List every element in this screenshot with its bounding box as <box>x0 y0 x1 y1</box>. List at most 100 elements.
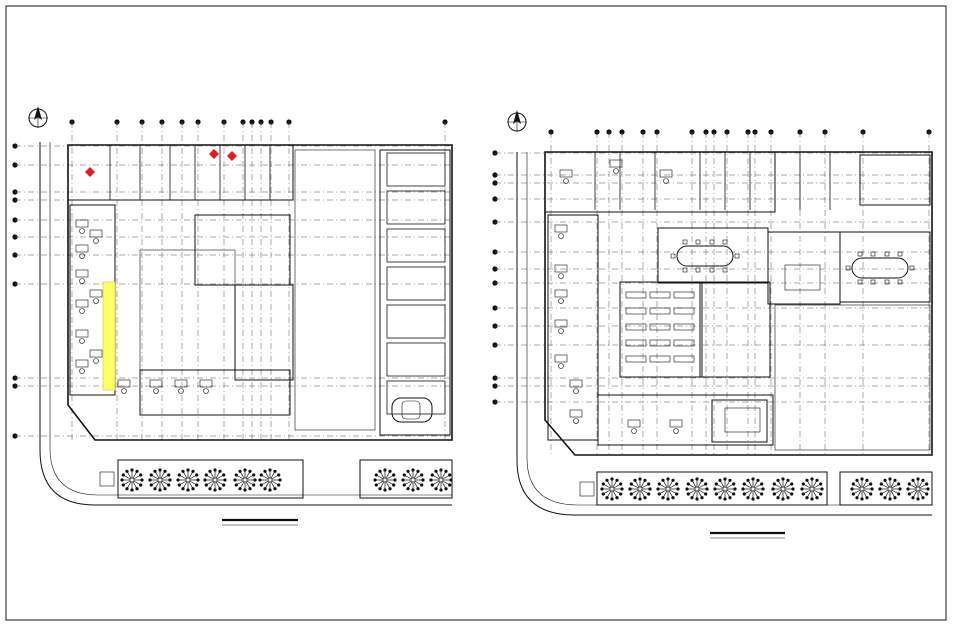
tree-icon <box>878 477 902 501</box>
parking-zone <box>379 149 451 436</box>
plan-title-left <box>222 518 298 526</box>
tree-icon <box>741 477 765 501</box>
seating-row <box>673 339 695 347</box>
floor-plan-left <box>12 106 453 526</box>
desk-icon <box>559 169 573 184</box>
seating-row <box>673 291 695 299</box>
rooms-north <box>109 145 271 200</box>
tree-icon <box>120 468 144 492</box>
conference-table-2 <box>845 251 915 285</box>
building-outline-left <box>67 144 453 441</box>
south-offices <box>597 394 774 446</box>
desk-icon <box>627 419 641 434</box>
grid-bubble-icon <box>12 189 18 195</box>
highlight-corridor <box>102 281 116 391</box>
desk-icon <box>75 329 89 344</box>
tree-icon <box>429 468 453 492</box>
office-block-center-right <box>699 281 771 378</box>
chair-icon <box>884 279 890 285</box>
chair-icon <box>709 267 715 273</box>
seating-row <box>673 307 695 315</box>
lounge-room <box>767 231 841 305</box>
chair-icon <box>845 265 851 271</box>
tree-icon <box>203 468 227 492</box>
desk-icon <box>669 419 683 434</box>
tree-icon <box>258 468 282 492</box>
desk-icon <box>554 354 568 369</box>
desks-west <box>75 219 213 394</box>
seating-row <box>625 307 647 315</box>
parking-bay <box>386 152 446 187</box>
seating-row <box>625 291 647 299</box>
tree-icon <box>656 477 680 501</box>
tree-icon <box>600 477 624 501</box>
chair-icon <box>734 253 740 259</box>
grid-bubble-icon <box>12 375 18 381</box>
grid-lines-left <box>15 122 452 440</box>
grid-bubble-icon <box>12 162 18 168</box>
tree-icon <box>176 468 200 492</box>
room-strip-north-right <box>544 151 776 213</box>
tree-icon <box>685 477 709 501</box>
conference-table-1 <box>670 239 740 273</box>
parking-bays <box>386 152 446 415</box>
office-block-west-right <box>547 214 599 441</box>
seating-rows <box>625 291 695 363</box>
desk-icon <box>174 379 188 394</box>
desk-icon <box>569 379 583 394</box>
planter-strip-right-a <box>596 471 828 506</box>
grid-bubble-icon <box>12 281 18 287</box>
seating-row <box>625 339 647 347</box>
desk-icon <box>554 319 568 334</box>
tree-icon <box>628 477 652 501</box>
street-curb-right <box>516 152 932 516</box>
desk-icon <box>659 169 673 184</box>
seating-row <box>649 307 671 315</box>
street-curb-left <box>39 142 452 506</box>
desk-icon <box>75 299 89 314</box>
chair-icon <box>682 267 688 273</box>
parking-bay <box>386 190 446 225</box>
desk-icon <box>75 269 89 284</box>
plan-title-right <box>710 531 785 539</box>
building-outline-right <box>544 151 933 456</box>
seating-row <box>649 323 671 331</box>
desks-west-right <box>554 159 683 434</box>
tree-icon <box>401 468 425 492</box>
seating-row <box>649 339 671 347</box>
seating-row <box>625 355 647 363</box>
grid-bubbles-top-right <box>548 129 932 135</box>
seating-row <box>649 291 671 299</box>
open-hall-right <box>774 304 931 451</box>
marker-red-3 <box>227 151 237 161</box>
grid-bubble-icon <box>12 197 18 203</box>
grid-bubble-icon <box>12 217 18 223</box>
marker-red-2 <box>209 149 219 159</box>
trees-left <box>120 468 453 492</box>
seating-row <box>625 323 647 331</box>
marker-red-1 <box>85 167 95 177</box>
desk-icon <box>609 159 623 174</box>
chair-icon <box>870 279 876 285</box>
desk-icon <box>75 219 89 234</box>
lecture-hall <box>619 281 703 378</box>
desk-icon <box>75 244 89 259</box>
chair-icon <box>722 267 728 273</box>
parking-bay <box>386 342 446 377</box>
desk-icon <box>199 379 213 394</box>
tree-icon <box>713 477 737 501</box>
desk-icon <box>554 289 568 304</box>
tree-icon <box>373 468 397 492</box>
grid-bubble-icon <box>12 433 18 439</box>
desk-icon <box>89 229 103 244</box>
office-block-east <box>234 284 294 381</box>
seating-row <box>673 355 695 363</box>
desk-icon <box>149 379 163 394</box>
parking-bay <box>386 304 446 339</box>
desk-icon <box>117 379 131 394</box>
tree-icon <box>148 468 172 492</box>
chair-icon <box>897 251 903 257</box>
floor-plan-right <box>492 110 933 539</box>
seating-row <box>673 323 695 331</box>
